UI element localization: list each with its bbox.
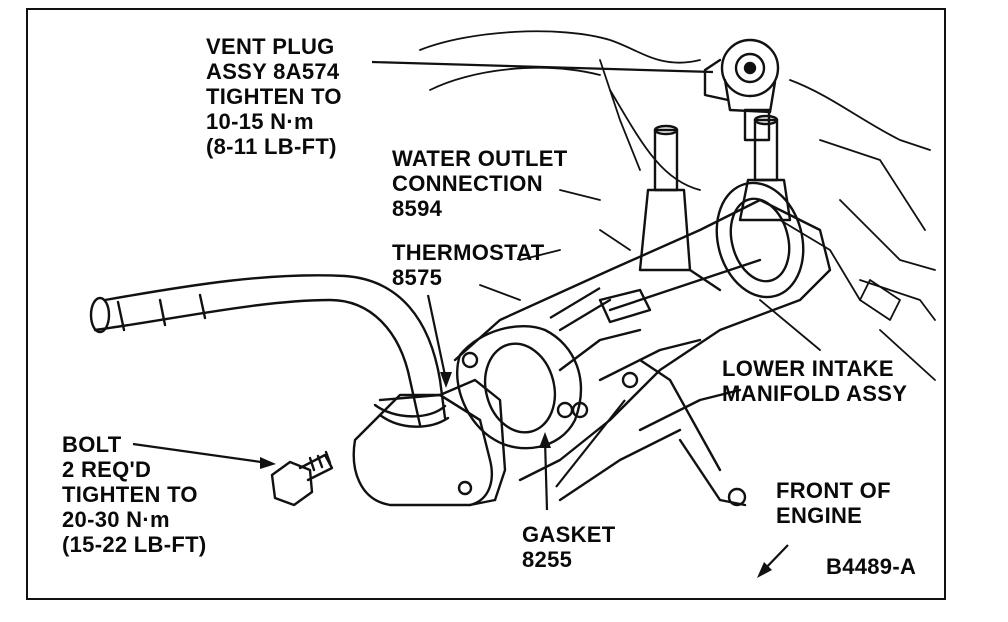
vent-plug [703, 38, 780, 142]
water-outlet-housing [352, 378, 507, 507]
gasket-leader-2 [555, 399, 626, 488]
water-outlet-leader [549, 287, 601, 319]
intake-manifold [453, 181, 832, 502]
front-of-engine-label: FRONT OF ENGINE [776, 478, 891, 528]
vent-plug-leader [371, 60, 714, 74]
studs [571, 114, 792, 507]
figure-id-label: B4489-A [826, 554, 917, 579]
bolt [270, 450, 334, 507]
vent-plug-label: VENT PLUG ASSY 8A574 TIGHTEN TO 10-15 N·… [206, 34, 342, 159]
water-outlet-label: WATER OUTLET CONNECTION 8594 [392, 146, 568, 221]
thermostat-label: THERMOSTAT 8575 [392, 240, 545, 290]
hose [89, 274, 450, 428]
engine-block [419, 30, 936, 381]
lower-intake-label: LOWER INTAKE MANIFOLD ASSY [722, 356, 908, 406]
gasket-leader [543, 439, 549, 511]
bolt-label: BOLT 2 REQ'D TIGHTEN TO 20-30 N·m (15-22… [62, 432, 207, 557]
gasket-label: GASKET 8255 [522, 522, 616, 572]
bolt-leader [132, 442, 269, 465]
thermostat-leader [426, 294, 448, 381]
thermostat-gasket [456, 324, 583, 450]
